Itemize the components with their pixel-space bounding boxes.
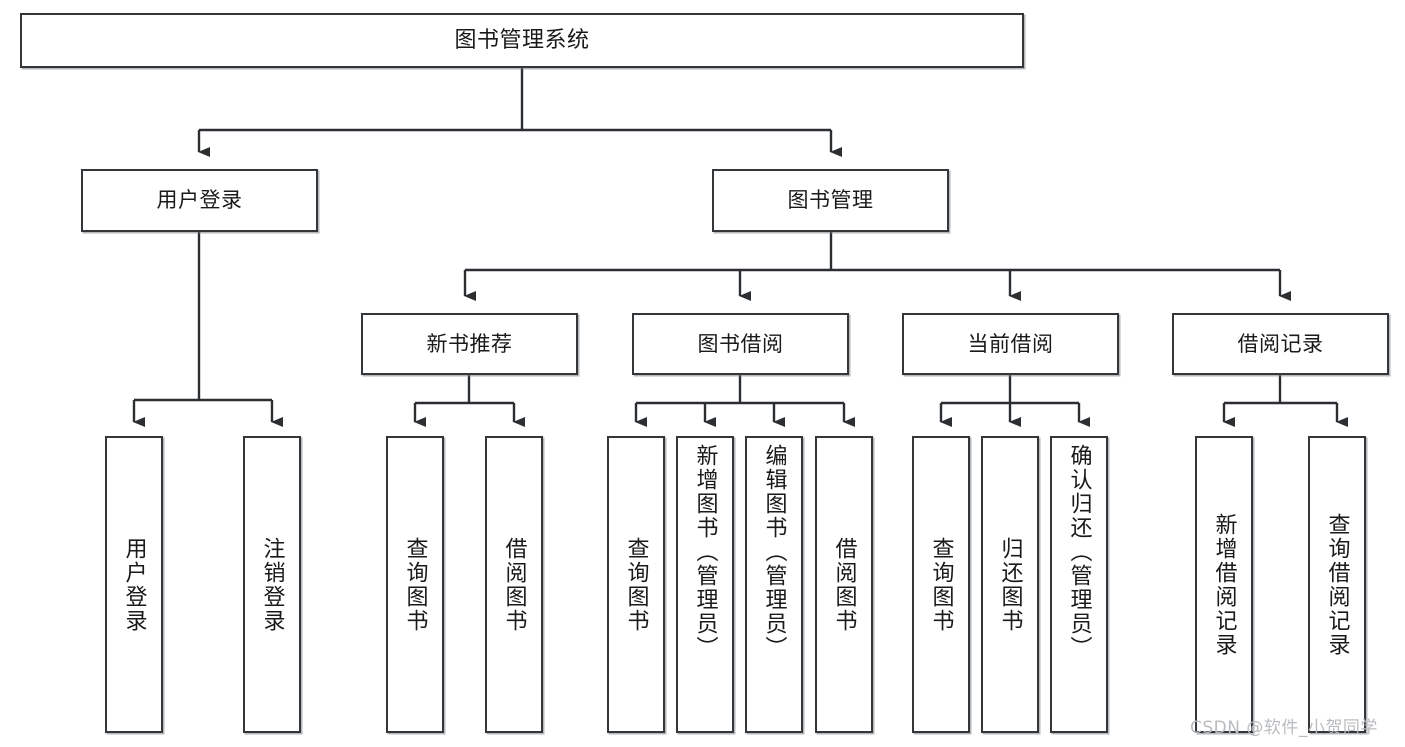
leaf-user-login-login[interactable]: 用户登录 — [105, 436, 163, 733]
node-label: 借阅记录 — [1237, 331, 1324, 356]
node-label: 新增借阅记录 — [1211, 512, 1237, 657]
leaf-book-borrow-edit-book-admin[interactable]: 编辑图书（管理员） — [745, 436, 803, 733]
node-label: 用户登录 — [156, 188, 243, 213]
node-label: 归还图书 — [997, 536, 1023, 633]
leaf-book-borrow-query-book[interactable]: 查询图书 — [607, 436, 665, 733]
node-book-management[interactable]: 图书管理 — [712, 169, 949, 232]
node-label: 借阅图书 — [831, 536, 857, 633]
node-new-book-recommend[interactable]: 新书推荐 — [361, 313, 578, 375]
node-label: 借阅图书 — [501, 536, 527, 633]
node-current-borrow[interactable]: 当前借阅 — [902, 313, 1119, 375]
node-borrow-record[interactable]: 借阅记录 — [1172, 313, 1389, 375]
node-root-book-management-system[interactable]: 图书管理系统 — [20, 13, 1024, 68]
node-label: 新增图书（管理员） — [692, 444, 718, 660]
node-label: 图书管理 — [787, 188, 874, 213]
leaf-borrow-record-add-record[interactable]: 新增借阅记录 — [1195, 436, 1253, 733]
node-label: 用户登录 — [121, 536, 147, 633]
leaf-current-borrow-return-book[interactable]: 归还图书 — [981, 436, 1039, 733]
node-label: 注销登录 — [259, 536, 285, 633]
leaf-current-borrow-confirm-return-admin[interactable]: 确认归还（管理员） — [1050, 436, 1108, 733]
leaf-borrow-record-query-record[interactable]: 查询借阅记录 — [1308, 436, 1366, 733]
leaf-new-book-query-book[interactable]: 查询图书 — [386, 436, 444, 733]
node-label: 新书推荐 — [426, 331, 513, 356]
node-user-login[interactable]: 用户登录 — [81, 169, 318, 232]
leaf-new-book-borrow-book[interactable]: 借阅图书 — [485, 436, 543, 733]
leaf-book-borrow-add-book-admin[interactable]: 新增图书（管理员） — [676, 436, 734, 733]
node-label: 当前借阅 — [967, 331, 1054, 356]
leaf-current-borrow-query-book[interactable]: 查询图书 — [912, 436, 970, 733]
node-book-borrow[interactable]: 图书借阅 — [632, 313, 849, 375]
node-label: 查询借阅记录 — [1324, 512, 1350, 657]
node-label: 查询图书 — [623, 536, 649, 633]
node-label: 编辑图书（管理员） — [761, 444, 787, 660]
node-label: 查询图书 — [402, 536, 428, 633]
leaf-book-borrow-borrow-book[interactable]: 借阅图书 — [815, 436, 873, 733]
node-label: 图书管理系统 — [454, 27, 590, 53]
node-label: 查询图书 — [928, 536, 954, 633]
node-label: 图书借阅 — [697, 331, 784, 356]
node-label: 确认归还（管理员） — [1066, 444, 1092, 660]
watermark-csdn: CSDN @软件_小贺同学 — [1190, 718, 1378, 738]
leaf-user-login-logout[interactable]: 注销登录 — [243, 436, 301, 733]
